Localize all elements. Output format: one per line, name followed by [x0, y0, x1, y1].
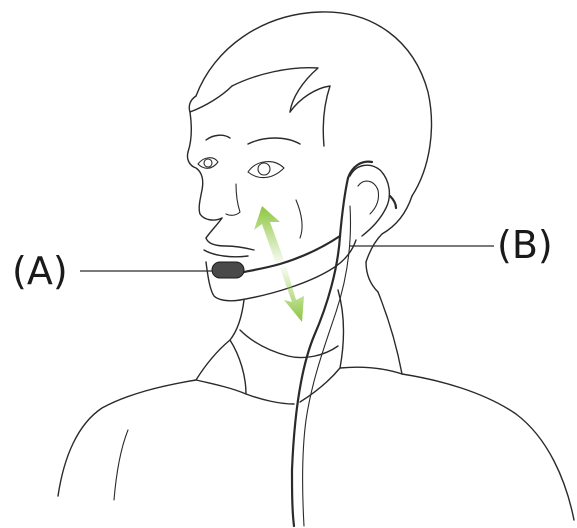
callout-label-a: (A) [12, 252, 68, 290]
head-outline [187, 12, 431, 301]
callout-label-b: (B) [497, 226, 553, 264]
ear [350, 165, 389, 236]
shirt [58, 290, 574, 520]
microphone-capsule [212, 262, 244, 278]
face-features [198, 135, 302, 238]
neck [230, 262, 378, 358]
